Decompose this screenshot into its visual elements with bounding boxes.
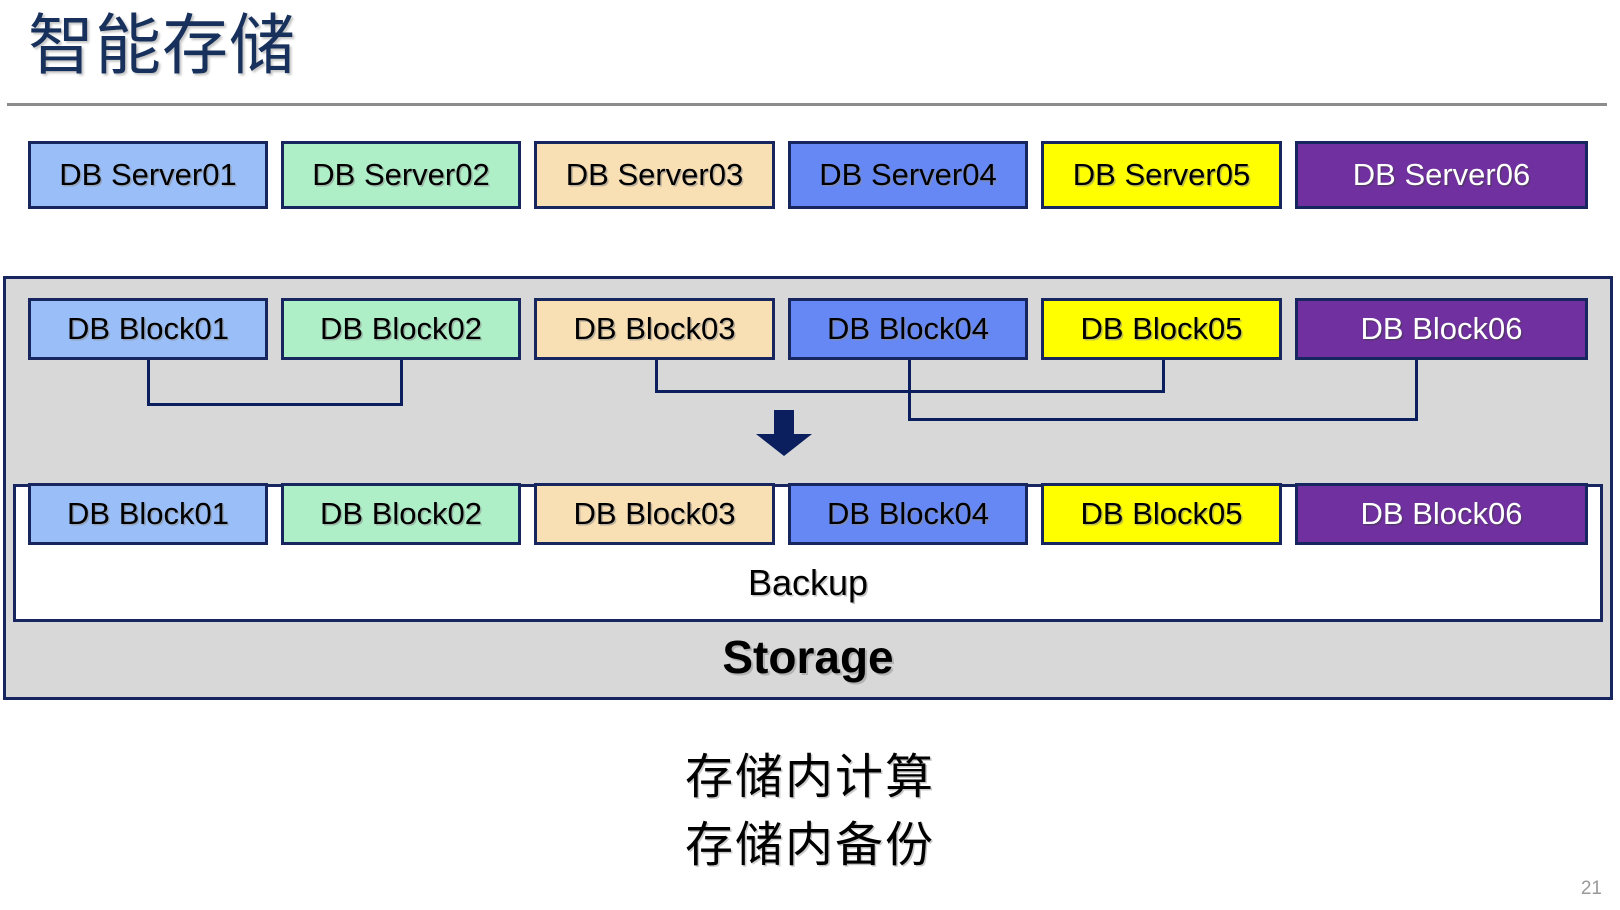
down-arrow-icon: [756, 410, 812, 456]
db-block-top-box-6[interactable]: DB Block06: [1295, 298, 1588, 360]
db-block-bottom-box-label: DB Block04: [827, 496, 989, 531]
db-block-top-box-label: DB Block06: [1360, 311, 1523, 346]
db-block-bottom-box-label: DB Block05: [1080, 496, 1243, 531]
db-block-bottom-box-3[interactable]: DB Block03: [534, 483, 775, 545]
db-block-bottom-box-label: DB Block01: [67, 496, 229, 531]
db-server-box-6[interactable]: DB Server06: [1295, 141, 1588, 209]
db-block-bottom-box-4[interactable]: DB Block04: [788, 483, 1028, 545]
db-server-box-label: DB Server06: [1352, 157, 1531, 192]
db-server-box-label: DB Server03: [565, 157, 744, 192]
title-divider: [7, 103, 1607, 106]
caption-line-2: 存储内备份: [684, 819, 935, 872]
db-block-top-box-3[interactable]: DB Block03: [534, 298, 775, 360]
connector-segment-2: [655, 360, 658, 393]
db-block-bottom-box-2[interactable]: DB Block02: [281, 483, 521, 545]
db-block-top-box-2[interactable]: DB Block02: [281, 298, 521, 360]
db-block-top-box-5[interactable]: DB Block05: [1041, 298, 1282, 360]
db-block-bottom-box-label: DB Block06: [1360, 496, 1523, 531]
db-server-box-1[interactable]: DB Server01: [28, 141, 268, 209]
db-block-top-box-4[interactable]: DB Block04: [788, 298, 1028, 360]
connector-segment-3: [1415, 360, 1418, 421]
backup-label: Backup: [747, 562, 869, 603]
db-server-box-label: DB Server04: [819, 157, 997, 192]
page-number: 21: [1580, 878, 1602, 899]
db-server-box-3[interactable]: DB Server03: [534, 141, 775, 209]
db-block-bottom-box-6[interactable]: DB Block06: [1295, 483, 1588, 545]
db-block-top-box-label: DB Block05: [1080, 311, 1243, 346]
db-block-bottom-box-label: DB Block02: [320, 496, 482, 531]
db-block-bottom-box-1[interactable]: DB Block01: [28, 483, 268, 545]
db-block-top-box-label: DB Block02: [320, 311, 482, 346]
storage-label: Storage: [722, 631, 894, 683]
connector-segment-1: [147, 360, 150, 406]
db-server-box-label: DB Server01: [59, 157, 237, 192]
connector-segment-2: [1162, 360, 1165, 393]
db-server-box-2[interactable]: DB Server02: [281, 141, 521, 209]
page-title: 智能存储: [28, 8, 296, 82]
db-server-box-label: DB Server02: [312, 157, 490, 192]
connector-segment-1: [147, 403, 403, 406]
db-server-box-label: DB Server05: [1072, 157, 1251, 192]
db-block-top-box-label: DB Block03: [573, 311, 736, 346]
db-block-top-box-label: DB Block04: [827, 311, 989, 346]
connector-segment-3: [908, 418, 1418, 421]
connector-segment-1: [400, 360, 403, 406]
db-block-bottom-box-label: DB Block03: [573, 496, 736, 531]
connector-segment-3: [908, 360, 911, 421]
db-block-bottom-box-5[interactable]: DB Block05: [1041, 483, 1282, 545]
db-block-top-box-label: DB Block01: [67, 311, 229, 346]
caption-line-1: 存储内计算: [684, 751, 935, 804]
db-server-box-4[interactable]: DB Server04: [788, 141, 1028, 209]
db-block-top-box-1[interactable]: DB Block01: [28, 298, 268, 360]
db-server-box-5[interactable]: DB Server05: [1041, 141, 1282, 209]
